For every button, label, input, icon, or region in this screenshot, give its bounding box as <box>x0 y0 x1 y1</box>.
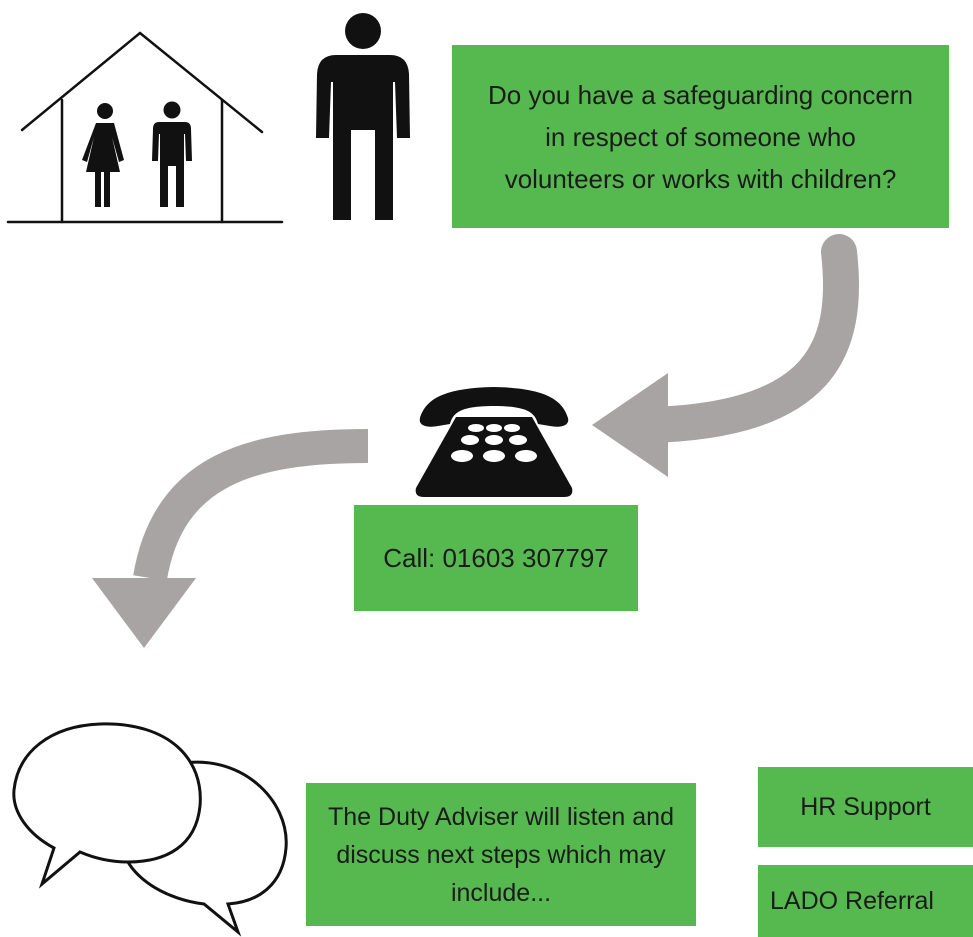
duty-adviser-box: The Duty Adviser will listen and discuss… <box>306 783 696 926</box>
man-icon <box>152 101 192 207</box>
house-with-family-icon <box>6 31 284 224</box>
woman-icon <box>82 103 124 207</box>
telephone-icon <box>415 387 573 497</box>
hr-support-text: HR Support <box>800 792 931 821</box>
lado-referral-text: LADO Referral <box>770 886 934 915</box>
curved-arrow-icon <box>92 429 369 648</box>
safeguarding-question-box: Do you have a safeguarding concern in re… <box>452 45 949 228</box>
hr-support-box: HR Support <box>758 767 973 847</box>
call-number-text: Call: 01603 307797 <box>383 543 609 573</box>
safeguarding-question-text: Do you have a safeguarding concern in re… <box>488 79 913 194</box>
speech-bubbles-icon <box>12 722 288 937</box>
duty-adviser-text: The Duty Adviser will listen and discuss… <box>328 802 674 907</box>
call-number-box: Call: 01603 307797 <box>354 505 638 611</box>
person-icon <box>316 13 410 220</box>
curved-arrow-icon <box>592 234 859 477</box>
lado-referral-box: LADO Referral <box>758 865 973 937</box>
